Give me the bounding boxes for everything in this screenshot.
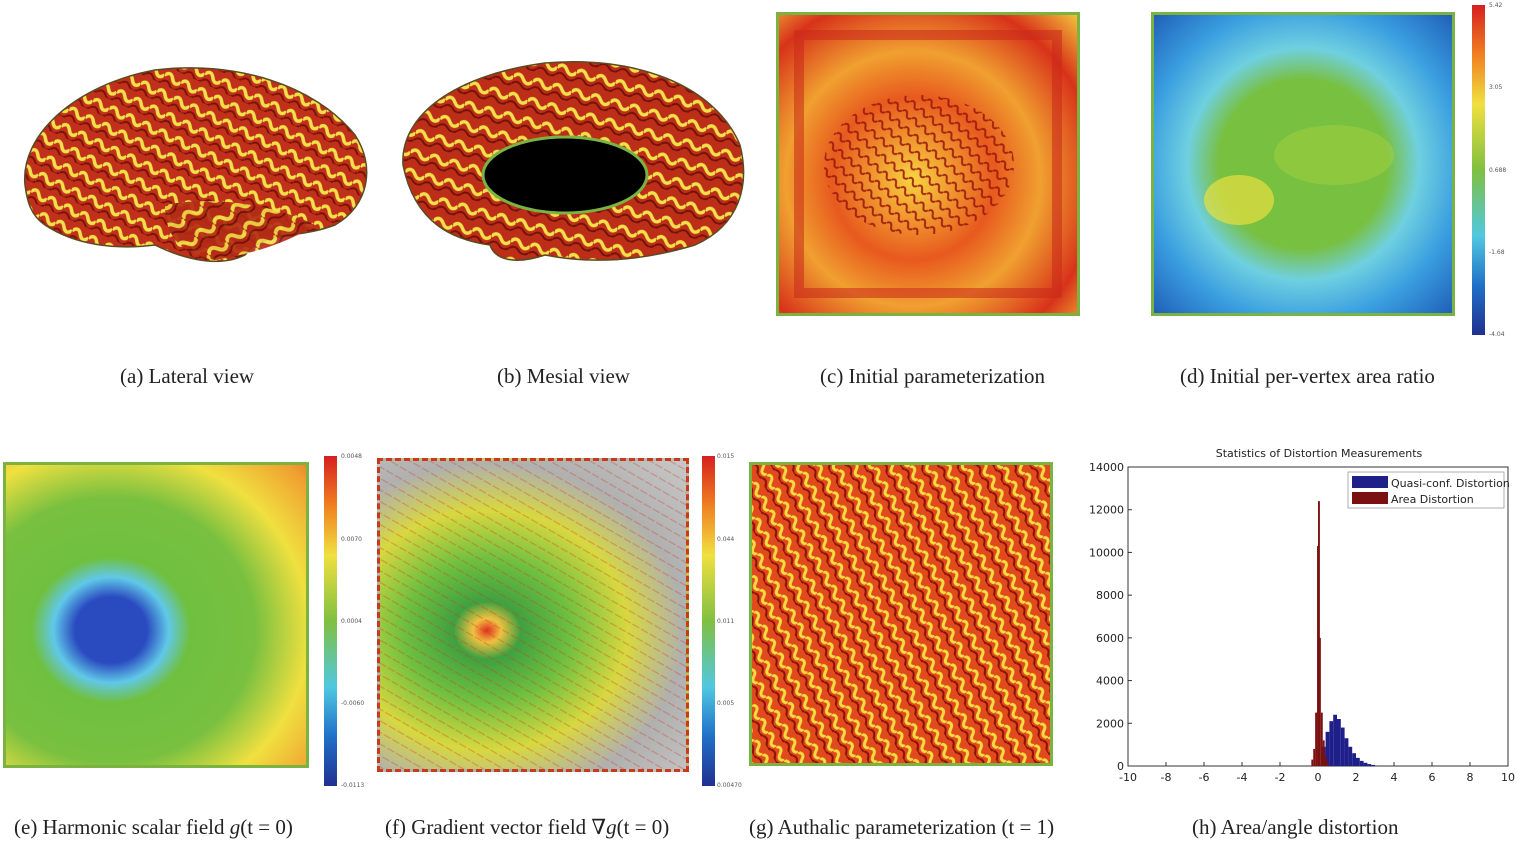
bar-area-5 (1318, 637, 1321, 766)
bar-quasi-5 (1340, 727, 1345, 766)
colorbar-f-tick-3: 0.005 (717, 700, 735, 707)
panel-initial-parameterization (776, 12, 1080, 316)
y-tick-label-5: 10000 (1089, 546, 1124, 559)
bar-quasi-12 (1367, 764, 1372, 766)
authalic-parameterization-image (752, 465, 1050, 763)
caption-c: (c) Initial parameterization (820, 364, 1046, 388)
x-tick-label-4: -2 (1275, 771, 1286, 784)
panel-distortion-chart: Statistics of Distortion Measurements 0 2… (1080, 440, 1517, 790)
x-tick-label-5: 0 (1315, 771, 1322, 784)
x-tick-label-8: 6 (1429, 771, 1436, 784)
colorbar-e-tick-4: -0.0113 (341, 782, 365, 789)
caption-e-math: g (229, 815, 241, 839)
panel-mesial-view (395, 55, 750, 270)
colorbar-e-tick-1: 0.0070 (341, 536, 362, 543)
panel-area-ratio (1151, 12, 1455, 316)
y-tick-label-4: 8000 (1096, 589, 1124, 602)
bar-area-6 (1320, 712, 1323, 766)
panel-lateral-view (15, 55, 375, 270)
x-tick-label-3: -4 (1237, 771, 1248, 784)
colorbar-d-tick-1: 3.05 (1489, 84, 1503, 91)
colorbar-f-tick-2: 0.011 (717, 618, 735, 625)
colorbar-f-tick-1: 0.044 (717, 536, 735, 543)
caption-f-text: (f) Gradient vector field ∇ (385, 815, 607, 839)
colorbar-d-tick-2: 0.688 (1489, 167, 1507, 174)
y-tick-label-7: 14000 (1089, 461, 1124, 474)
y-tick-label-0: 0 (1117, 760, 1124, 773)
colorbar-e (324, 456, 337, 786)
panel-gradient-field (377, 458, 689, 772)
colorbar-f (702, 456, 715, 786)
legend-swatch-area (1352, 492, 1388, 504)
x-tick-label-6: 2 (1353, 771, 1360, 784)
bar-area-9 (1326, 761, 1329, 766)
colorbar-e-tick-2: 0.0004 (341, 618, 362, 625)
caption-g-arg: (t = 1) (1001, 815, 1055, 839)
legend-swatch-quasi (1352, 476, 1388, 488)
panel-harmonic-field (3, 462, 309, 768)
caption-f: (f) Gradient vector field ∇g(t = 0) (385, 815, 669, 840)
caption-h: (h) Area/angle distortion (1192, 815, 1399, 839)
colorbar-e-tick-0: 0.0048 (341, 453, 362, 460)
colorbar-d-tick-0: 5.42 (1489, 2, 1503, 9)
panel-authalic-parameterization (749, 462, 1053, 766)
colorbar-d (1472, 5, 1485, 335)
x-tick-label-0: -10 (1119, 771, 1137, 784)
caption-f-math: g (606, 815, 617, 839)
y-tick-label-3: 6000 (1096, 632, 1124, 645)
x-tick-label-10: 10 (1501, 771, 1515, 784)
x-tick-label-1: -8 (1161, 771, 1172, 784)
bar-area-4 (1318, 501, 1320, 766)
chart-title: Statistics of Distortion Measurements (1216, 447, 1423, 460)
bar-quasi-1 (1325, 731, 1330, 766)
y-tick-label-2: 4000 (1096, 675, 1124, 688)
caption-g: (g) Authalic parameterization (t = 1) (749, 815, 1054, 840)
caption-g-text: (g) Authalic parameterization (749, 815, 1002, 839)
bar-area-0 (1311, 759, 1314, 766)
colorbar-f-tick-4: 0.00470 (717, 782, 742, 789)
caption-d: (d) Initial per-vertex area ratio (1180, 364, 1435, 388)
caption-b: (b) Mesial view (497, 364, 630, 388)
colorbar-d-tick-3: -1.68 (1489, 249, 1505, 256)
bar-quasi-7 (1348, 746, 1353, 766)
bar-quasi-13 (1371, 764, 1375, 766)
bar-quasi-10 (1359, 760, 1364, 766)
brain-mesial-image (402, 61, 745, 261)
bar-area-8 (1324, 755, 1327, 766)
y-tick-label-1: 2000 (1096, 717, 1124, 730)
bar-quasi-2 (1329, 721, 1334, 766)
bar-area-1 (1313, 748, 1316, 766)
bar-quasi-4 (1337, 719, 1341, 766)
x-tick-label-7: 4 (1391, 771, 1398, 784)
chart-y-ticks: 0 2000 4000 6000 8000 10000 12000 14000 (1089, 461, 1132, 773)
bar-quasi-11 (1363, 762, 1368, 766)
distortion-histogram: Statistics of Distortion Measurements 0 2… (1089, 447, 1515, 784)
colorbar-e-tick-3: -0.0060 (341, 700, 365, 707)
legend-label-quasi: Quasi-conf. Distortion (1391, 477, 1510, 490)
bar-quasi-9 (1356, 757, 1360, 766)
legend-label-area: Area Distortion (1391, 493, 1474, 506)
caption-e: (e) Harmonic scalar field g(t = 0) (14, 815, 293, 840)
colorbar-f-tick-0: 0.015 (717, 453, 735, 460)
bar-quasi-8 (1352, 753, 1356, 766)
bar-area-7 (1322, 740, 1325, 766)
bar-area-2 (1315, 712, 1318, 766)
caption-f-arg: (t = 0) (616, 815, 670, 839)
chart-legend: Quasi-conf. Distortion Area Distortion (1347, 471, 1510, 509)
caption-e-text: (e) Harmonic scalar field (14, 815, 230, 839)
bar-quasi-6 (1344, 738, 1349, 766)
y-tick-label-6: 12000 (1089, 504, 1124, 517)
gradient-vector-image (380, 461, 686, 769)
initial-parameterization-image (794, 30, 1062, 298)
colorbar-d-tick-4: -4.04 (1489, 331, 1505, 338)
bar-quasi-3 (1333, 714, 1337, 766)
caption-a: (a) Lateral view (120, 364, 255, 388)
caption-e-arg: (t = 0) (240, 815, 293, 839)
x-tick-label-9: 8 (1467, 771, 1474, 784)
brain-lateral-image (24, 67, 368, 263)
x-tick-label-2: -6 (1199, 771, 1210, 784)
area-ratio-image (1204, 125, 1394, 225)
chart-bars (1311, 501, 1379, 766)
